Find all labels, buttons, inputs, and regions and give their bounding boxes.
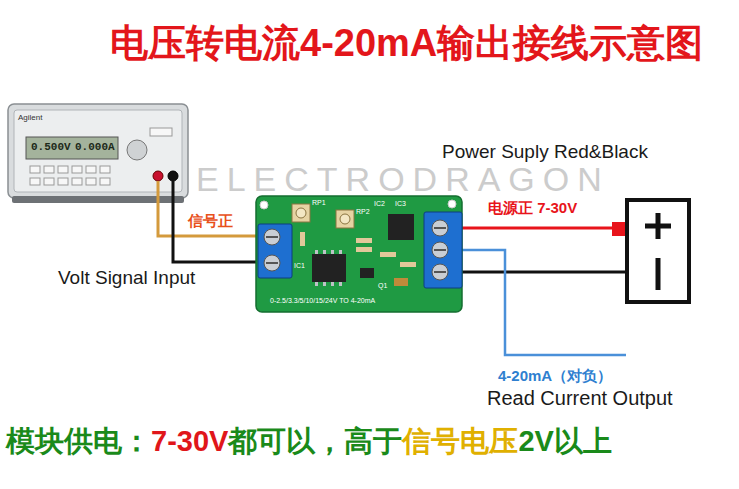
current-output-wire: [455, 250, 626, 355]
instrument-front: [14, 110, 182, 192]
silkscreen-label: Q1: [378, 282, 387, 290]
resistor: [380, 252, 396, 257]
silkscreen-label: IC3: [395, 200, 406, 208]
note-segment: 都可以，高于: [228, 425, 402, 458]
screw-slot: [266, 262, 278, 264]
transistor: [360, 268, 374, 278]
minus-bar: [656, 258, 661, 290]
note-segment: 信号电压: [402, 425, 518, 458]
button: [30, 178, 40, 185]
note-segment: 2V以上: [518, 425, 611, 458]
instrument-body: [8, 104, 188, 198]
signal-positive-label: 信号正: [188, 212, 233, 229]
resistor: [356, 247, 372, 252]
supply-negative-wire: [455, 271, 628, 274]
screw-slot: [434, 249, 446, 251]
chip-pin: [315, 250, 318, 254]
silkscreen-label: RP1: [312, 199, 326, 207]
silkscreen-label: 0-2.5/3.3/5/10/15/24V TO 4-20mA: [270, 297, 375, 305]
output-label: 4-20mA（对负）: [498, 367, 612, 384]
resistor: [356, 238, 372, 243]
watermark: ELECTRODRAGON: [196, 160, 610, 199]
note-line: 模块供电：7-30V都可以，高于信号电压2V以上: [6, 425, 612, 458]
terminal-screw: [432, 264, 448, 280]
display-reading: 0.000A: [75, 141, 115, 154]
power-supply-symbol: [627, 200, 689, 302]
control-knob: [127, 140, 147, 160]
input-terminal-block: [258, 224, 292, 278]
note-segment: 模块供电：: [6, 425, 151, 458]
input-label: Volt Signal Input: [58, 267, 195, 289]
dip-chip: [312, 254, 346, 282]
terminal-screw: [432, 220, 448, 236]
chip-pin: [331, 282, 334, 286]
screw-slot: [434, 271, 446, 273]
button: [100, 178, 110, 185]
chip-pin: [315, 282, 318, 286]
silkscreen-label: IC1: [294, 262, 305, 270]
screw-slot: [266, 236, 278, 238]
silkscreen-label: RP2: [356, 208, 370, 216]
chip-pin: [323, 282, 326, 286]
button: [58, 178, 68, 185]
pcb-board: [256, 196, 462, 312]
chip-pin: [331, 250, 334, 254]
chip-pin: [339, 250, 342, 254]
title-text: 电压转电流4-20mA输出接线示意图: [110, 22, 703, 66]
output-terminal-block: [424, 212, 462, 288]
chip-pin: [323, 250, 326, 254]
capacitor: [394, 278, 408, 286]
positive-tab: [612, 222, 627, 236]
red-terminal: [153, 171, 163, 181]
display-reading: 0.500V: [31, 141, 71, 154]
terminal-screw: [264, 229, 280, 245]
note-segment: 7-30V: [151, 425, 228, 458]
resistor: [300, 232, 305, 246]
brand-logo: Agilent: [18, 113, 42, 122]
button: [30, 166, 40, 173]
supply-label: Power Suply Red&Black: [442, 141, 648, 163]
plus-sign: [645, 213, 671, 239]
black-terminal: [168, 171, 178, 181]
terminal-screw: [432, 242, 448, 258]
chip-pins: [315, 250, 342, 286]
button-grid: [30, 166, 110, 185]
potentiometer: [292, 204, 310, 222]
button: [72, 166, 82, 173]
button: [58, 166, 68, 173]
chip-pin: [339, 282, 342, 286]
mounting-hole: [260, 201, 268, 209]
button: [86, 166, 96, 173]
button: [86, 178, 96, 185]
supply-positive-wire: [455, 227, 614, 230]
button: [150, 128, 172, 136]
mounting-hole: [448, 200, 456, 208]
silkscreen-label: IC2: [374, 200, 385, 208]
output-label: Read Current Output: [487, 387, 673, 410]
button: [44, 166, 54, 173]
regulator-chip: [388, 214, 414, 240]
button: [72, 178, 82, 185]
supply-positive-label: 电源正 7-30V: [488, 199, 577, 216]
potentiometer-knob: [296, 208, 306, 218]
potentiometer-knob: [340, 214, 350, 224]
lcd-display: [26, 137, 118, 159]
screw-slot: [434, 227, 446, 229]
button: [44, 178, 54, 185]
button: [100, 166, 110, 173]
potentiometer: [336, 210, 354, 228]
terminal-screw: [264, 255, 280, 271]
resistor: [400, 262, 416, 267]
